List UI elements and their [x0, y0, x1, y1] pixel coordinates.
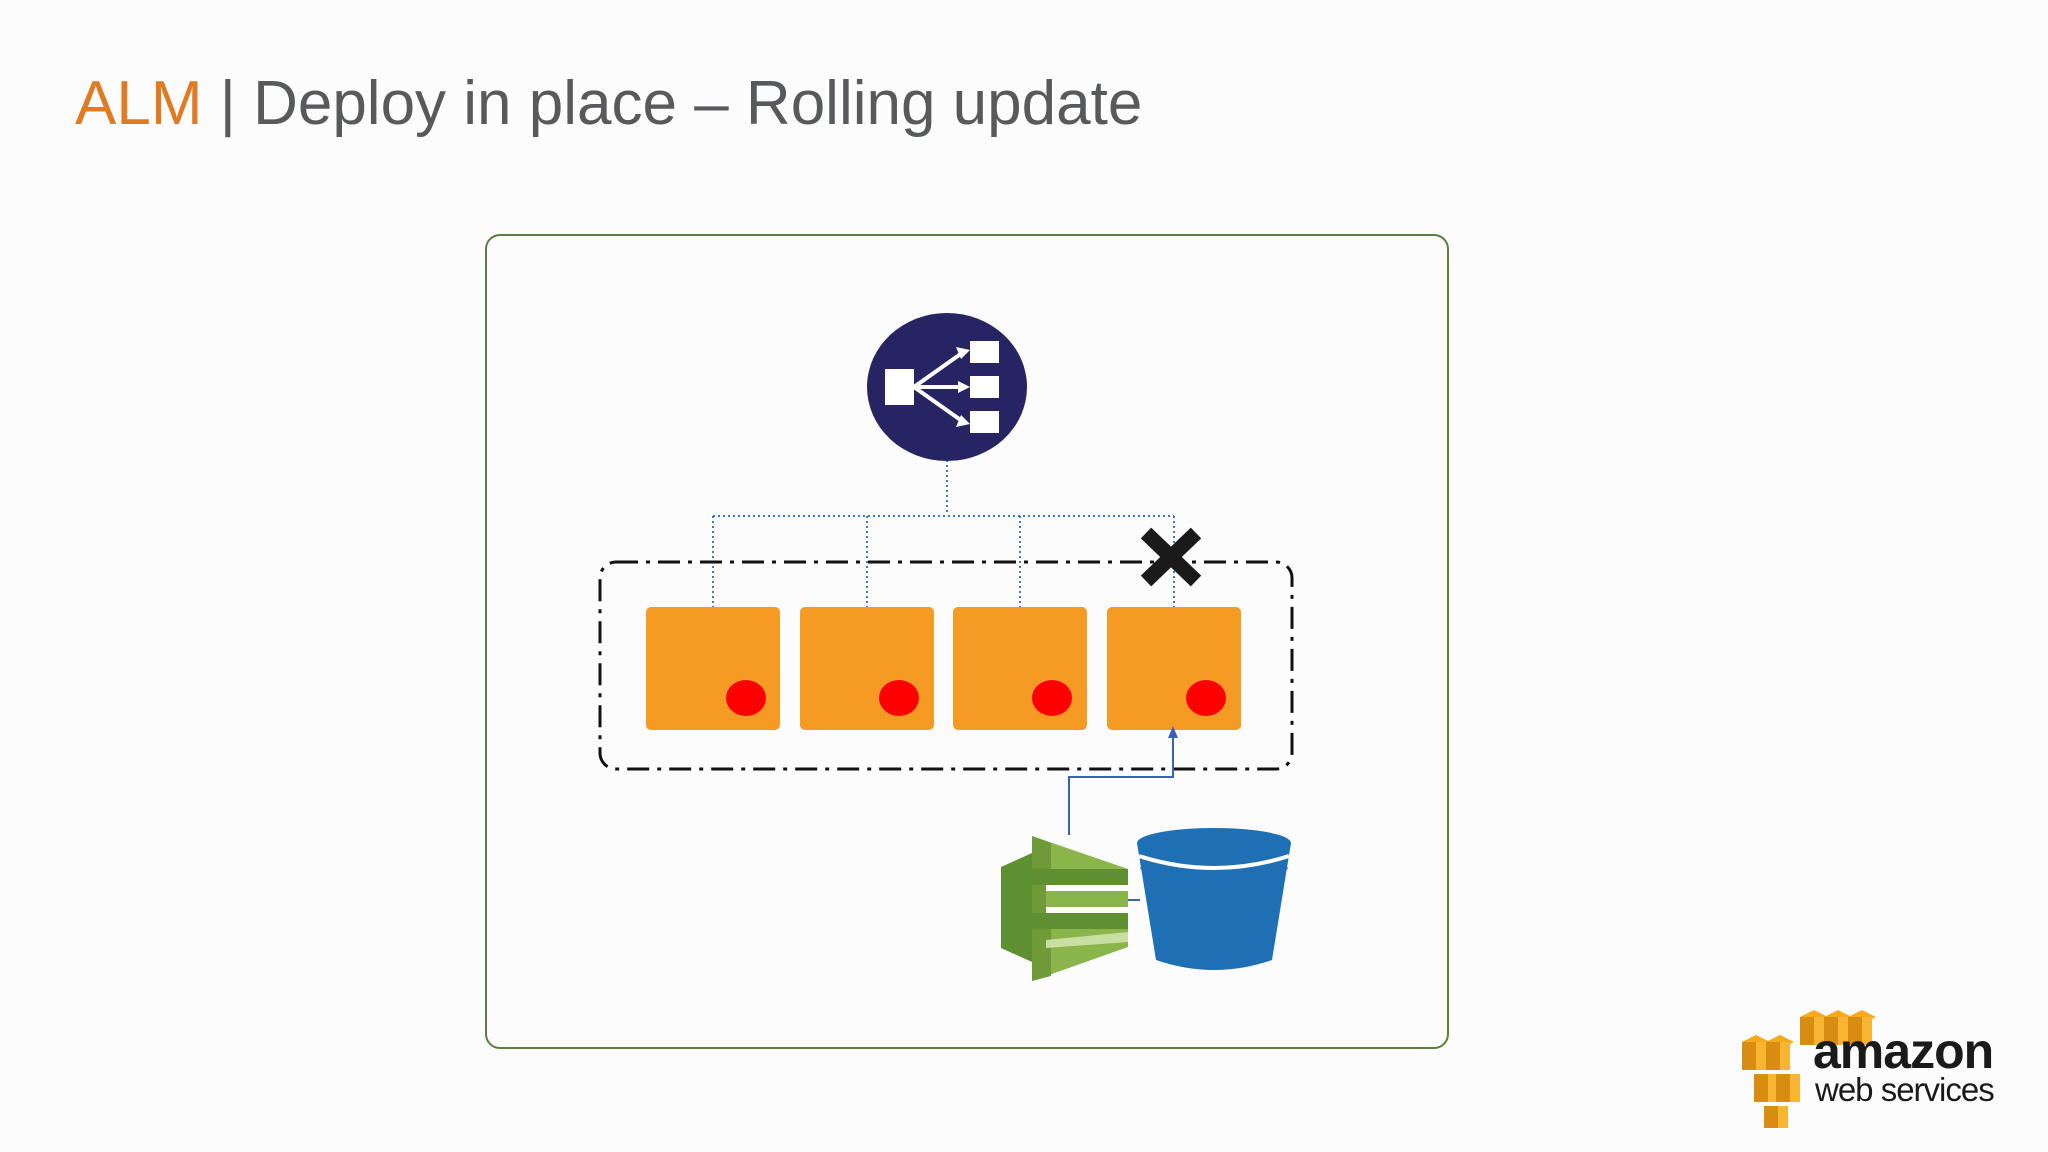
page-title: ALM | Deploy in place – Rolling update: [75, 62, 1142, 146]
instance-3: [953, 607, 1087, 730]
deploy-arrowhead: [1168, 726, 1178, 738]
auto-scaling-group: [598, 560, 1294, 771]
instance-1: [646, 607, 780, 730]
title-separator: |: [219, 69, 236, 138]
aws-logo: amazon web services: [1813, 1023, 2013, 1108]
instance-status-dot: [879, 680, 919, 716]
instance-status-dot: [1186, 680, 1226, 716]
instance-status-dot: [726, 680, 766, 716]
codedeploy-icon: [1001, 836, 1128, 981]
title-accent: ALM: [75, 69, 203, 138]
instance-4: [1107, 607, 1241, 730]
aws-cubes-icon: [1742, 1010, 1876, 1128]
load-balancer-icon: [867, 313, 1027, 461]
title-text: Deploy in place – Rolling update: [253, 69, 1143, 138]
aws-logo-sub: web services: [1815, 1071, 1995, 1108]
s3-bucket-icon: [1137, 828, 1291, 970]
deploy-arrow: [1068, 735, 1174, 901]
instance-status-dot: [1032, 680, 1072, 716]
aws-logo-brand: amazon: [1813, 1023, 1994, 1079]
instance-2: [800, 607, 934, 730]
x-mark-icon: [1140, 527, 1202, 587]
